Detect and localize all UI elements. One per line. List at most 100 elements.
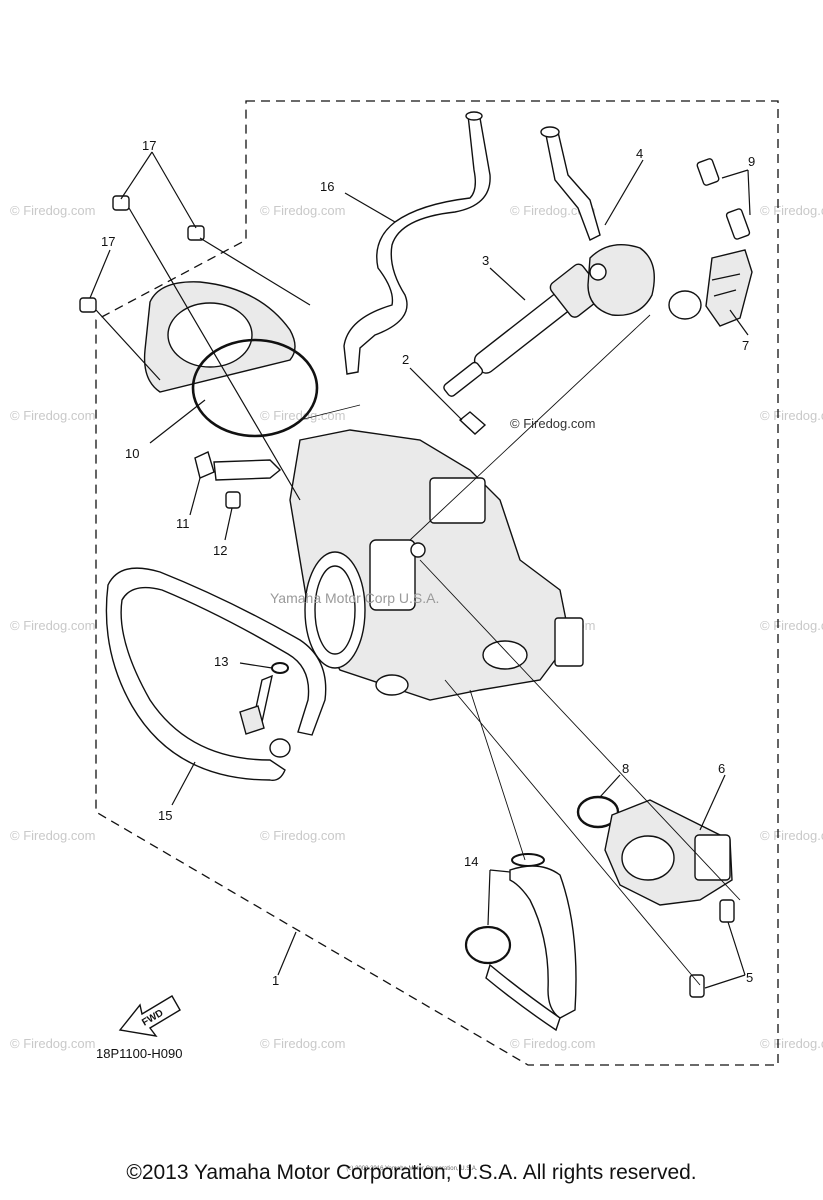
bracket-slots	[711, 273, 741, 297]
throttle-body-bore-inner	[314, 565, 356, 655]
fine-print: (c) 2008 2016 Yamaha Motor Corporation, …	[346, 1166, 478, 1172]
callout-9: 9	[748, 154, 755, 169]
lower-coolant-hose	[509, 865, 577, 1019]
leader-17	[120, 151, 197, 229]
leader-16	[344, 192, 396, 223]
center-watermark: © Firedog.com	[510, 416, 595, 431]
throttle-body-bracket	[429, 477, 486, 524]
sensor-body-boss	[621, 835, 675, 881]
part-5-screw	[689, 974, 705, 998]
callout-16: 16	[320, 179, 334, 194]
watermark: © Firedog.com	[760, 1036, 823, 1051]
leader-4	[604, 159, 644, 226]
diagram-code: 18P1100-H090	[96, 1046, 183, 1061]
callout-17-left: 17	[101, 234, 115, 249]
part-11-elbow	[213, 459, 282, 481]
part-13-o-ring	[271, 662, 289, 674]
leader-13	[239, 662, 273, 669]
part-4-fuel-pipe	[544, 127, 601, 241]
watermark: © Firedog.com	[260, 828, 345, 843]
part-12-cap	[225, 491, 241, 509]
copyright-notice: ©2013 Yamaha Motor Corporation, U.S.A. A…	[126, 1161, 697, 1184]
watermark: © Firedog.com	[260, 203, 345, 218]
throttle-body-nipple	[375, 674, 409, 696]
callout-11: 11	[176, 516, 190, 531]
leader-7	[729, 309, 749, 336]
callout-17-top: 17	[142, 138, 156, 153]
leader-10	[149, 399, 206, 444]
leader-8	[599, 774, 621, 798]
callout-8: 8	[622, 761, 629, 776]
throttle-body-screw	[410, 542, 426, 558]
watermark: © Firedog.com	[260, 1036, 345, 1051]
throttle-body-sensor-mount	[369, 539, 416, 611]
overlay-watermark: Yamaha Motor Corp U.S.A.	[270, 590, 439, 606]
part-9-bolt	[725, 208, 751, 240]
part-15-hose-end	[269, 738, 291, 758]
regulator-port	[589, 263, 607, 281]
injector-nozzle	[443, 361, 484, 397]
part-15-hose	[105, 567, 327, 781]
part-14-clamp	[464, 925, 512, 965]
part-13-fitting-nut	[239, 705, 265, 735]
part-17-screws	[79, 195, 205, 313]
callout-3: 3	[482, 253, 489, 268]
watermark: © Firedog.com	[510, 203, 595, 218]
watermark: © Firedog.com	[10, 618, 95, 633]
part-3-injector	[443, 263, 604, 397]
part-14-clamp	[511, 853, 545, 867]
watermark: © Firedog.com	[10, 1036, 95, 1051]
assembly-leader-lines	[419, 559, 741, 986]
watermark: © Firedog.com	[760, 828, 823, 843]
callout-labels: 17 17 16 4 9 3 7 2 10 11 12 13 15 8 6 14…	[101, 138, 755, 988]
watermark: © Firedog.com	[10, 203, 95, 218]
watermark: © Firedog.com	[10, 408, 95, 423]
watermark: © Firedog.com	[760, 203, 823, 218]
callout-15: 15	[158, 808, 172, 823]
fwd-arrow-icon	[118, 995, 181, 1037]
callout-13: 13	[214, 654, 228, 669]
part-2-seal	[458, 411, 487, 435]
leader-17-dotted	[95, 207, 311, 501]
watermark: © Firedog.com	[760, 408, 823, 423]
part-11-nut	[194, 451, 215, 479]
part-17-screw	[79, 297, 97, 313]
sensor-connector	[694, 834, 731, 881]
watermark: © Firedog.com	[260, 408, 345, 423]
part-1-throttle-body	[289, 429, 584, 701]
leader-14	[487, 869, 511, 926]
leader-11	[189, 477, 201, 516]
callout-4: 4	[636, 146, 643, 161]
part-5-screws	[689, 899, 735, 998]
callout-14: 14	[464, 854, 478, 869]
watermark: © Firedog.com	[760, 618, 823, 633]
lower-hose-tail	[485, 963, 561, 1032]
leader-5	[704, 921, 746, 989]
callout-6: 6	[718, 761, 725, 776]
part-10-gasket	[191, 338, 319, 438]
leader-17	[89, 249, 111, 299]
callout-7: 7	[742, 338, 749, 353]
callout-5: 5	[746, 970, 753, 985]
throttle-body-port	[482, 640, 528, 670]
fuel-pressure-regulator	[587, 244, 655, 317]
callout-2: 2	[402, 352, 409, 367]
part-7-bracket	[705, 249, 753, 327]
callout-10: 10	[125, 446, 139, 461]
fuel-rail-end	[668, 290, 702, 320]
watermark: © Firedog.com	[510, 1036, 595, 1051]
leader-15	[171, 761, 196, 806]
watermark: © Firedog.com	[10, 828, 95, 843]
leader-9	[721, 169, 751, 216]
throttle-body-tab	[554, 617, 584, 667]
part-9-bolts	[696, 158, 751, 240]
part-5-screw	[719, 899, 735, 923]
leader-3	[489, 267, 526, 301]
fuel-pipe-end	[540, 126, 560, 138]
assembly-boundary	[95, 100, 779, 1066]
assembly-leader-lines	[299, 314, 651, 541]
leader-6	[699, 774, 726, 831]
fwd-arrow: FWD	[118, 995, 181, 1037]
part-16-hose	[343, 114, 491, 375]
